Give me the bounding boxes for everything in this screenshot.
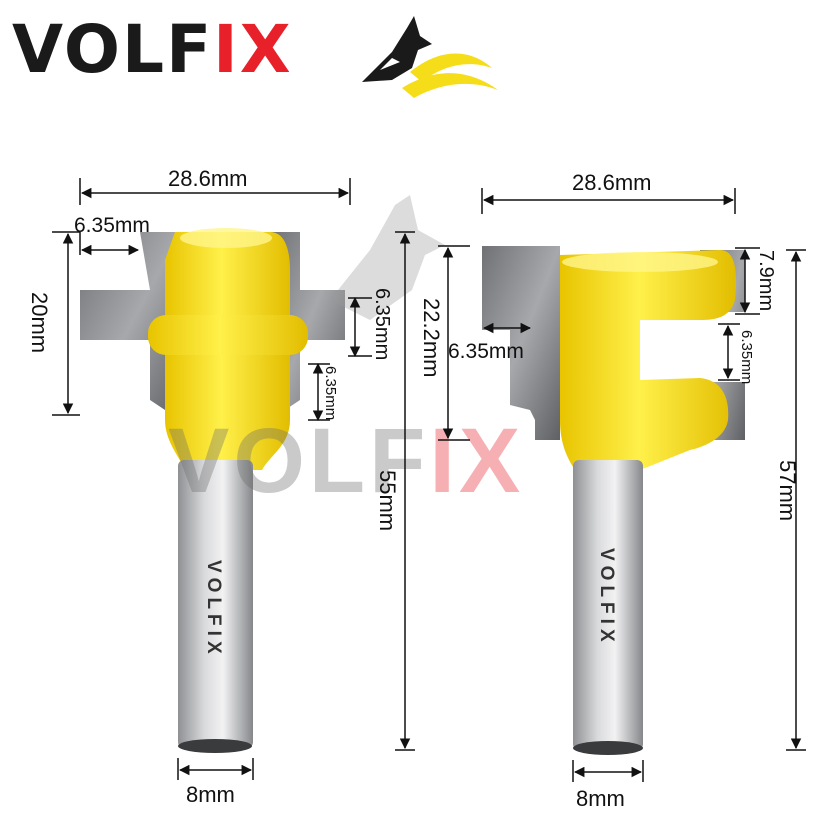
left-dimension-labels: 28.6mm 6.35mm 20mm 6.35mm 6.35mm 55mm 8m… [27,166,400,807]
right-total-length-label: 57mm [775,460,800,521]
left-yellow-collar [148,315,308,355]
logo-text-dark: VOLF [12,11,214,88]
right-depth-label: 6.35mm [448,340,524,363]
right-router-bit: VOLFIX [482,246,745,755]
logo-text-red: IX [213,11,293,88]
left-router-bit: VOLFIX [80,228,345,753]
left-shoulder-label: 6.35mm [74,214,150,237]
left-shank-diameter-label: 8mm [186,782,235,807]
left-slot-lower-label: 6.35mm [322,366,339,420]
right-dimension-labels: 28.6mm 7.9mm 6.35mm 22.2mm 6.35mm 57mm 8… [419,170,800,811]
right-width-label: 28.6mm [572,170,651,195]
right-cutter-height-label: 22.2mm [419,298,444,377]
left-total-length-label: 55mm [375,470,400,531]
right-carbide-blade [482,246,560,440]
watermark-text-red: IX [429,410,524,512]
brand-logo: VOLFIX [12,10,512,98]
right-dimensions [438,188,806,782]
left-dimensions [52,178,415,780]
left-shank [178,460,253,748]
left-head-height-label: 20mm [27,292,52,353]
left-shank-label: VOLFIX [203,560,224,659]
left-slot-upper-label: 6.35mm [371,288,393,360]
watermark: VOLFIX [168,195,524,512]
svg-text:VOLFIX: VOLFIX [168,410,524,512]
right-shank-label: VOLFIX [596,548,617,647]
wolf-head-icon [362,16,498,98]
watermark-text-dark: VOLF [168,410,429,512]
right-slot-label: 6.35mm [738,330,755,384]
right-top-flange-label: 7.9mm [755,250,777,311]
right-yellow-body [560,250,737,470]
watermark-wolf-icon [330,195,445,320]
right-shank-diameter-label: 8mm [576,786,625,811]
logo-wordmark: VOLFIX [12,14,293,86]
left-carbide-blade [80,232,180,420]
left-width-label: 28.6mm [168,166,247,191]
right-shank [573,460,643,750]
